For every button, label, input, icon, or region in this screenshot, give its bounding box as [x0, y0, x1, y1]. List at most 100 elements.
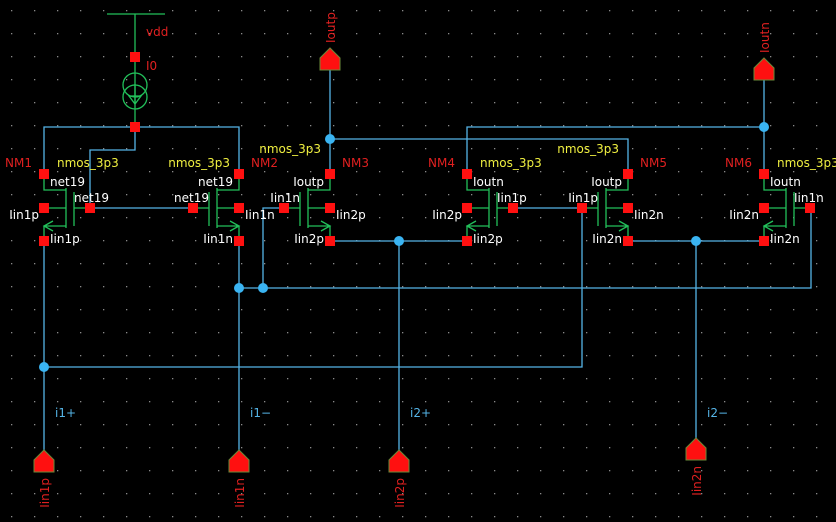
gate-label: net19 [74, 191, 109, 205]
ioutn-bus-wire[interactable] [466, 126, 764, 174]
nmos-symbol [193, 174, 241, 241]
current-source-name: I0 [146, 59, 157, 73]
iin1p-bus-wire[interactable] [44, 208, 583, 368]
bias-wire[interactable] [89, 127, 136, 208]
body-terminal[interactable] [759, 203, 769, 213]
body-terminal[interactable] [39, 203, 49, 213]
transistor-nm6[interactable] [762, 174, 810, 241]
body-label: Iin2n [634, 208, 664, 222]
drain-label: net19 [198, 175, 233, 189]
gate-terminal[interactable] [188, 203, 198, 213]
junction-dot [258, 283, 268, 293]
transistor-nm2[interactable] [193, 174, 241, 241]
instance-name: NM5 [640, 156, 667, 170]
gate-label: Iin1p [568, 191, 598, 205]
gate-terminal[interactable] [805, 203, 815, 213]
gate-label: Iin1p [497, 191, 527, 205]
input-pin-iin1p[interactable] [33, 449, 55, 473]
junction-dot [394, 236, 404, 246]
gate-terminal[interactable] [279, 203, 289, 213]
input-pin-label: Iin2p [393, 478, 407, 508]
drain-terminal[interactable] [234, 169, 244, 179]
body-label: Iin2p [336, 208, 366, 222]
drain-terminal[interactable] [462, 169, 472, 179]
vdd-label: vdd [146, 25, 168, 39]
model-name: nmos_3p3 [480, 156, 542, 170]
transistor-nm1[interactable] [42, 174, 90, 241]
transistor-nm3[interactable] [284, 174, 332, 241]
nm3-gate-wire[interactable] [262, 207, 284, 288]
nmos-symbol [465, 174, 513, 241]
drain-terminal[interactable] [759, 169, 769, 179]
model-name: nmos_3p3 [777, 156, 836, 170]
drain-terminal[interactable] [623, 169, 633, 179]
input-pin-iin2p[interactable] [388, 449, 410, 473]
source-label: Iin1n [203, 232, 233, 246]
instance-name: NM3 [342, 156, 369, 170]
model-name: nmos_3p3 [57, 156, 119, 170]
iin1n-bus-wire[interactable] [239, 208, 812, 289]
drain-terminal[interactable] [39, 169, 49, 179]
body-label: Iin1n [245, 208, 275, 222]
net-label: i2− [707, 406, 728, 420]
gate-label: Iin1n [794, 191, 824, 205]
input-pin-iin1n[interactable] [228, 449, 250, 473]
nmos-symbol [42, 174, 90, 241]
body-label: Iin1p [9, 208, 39, 222]
drain-terminal[interactable] [325, 169, 335, 179]
current-source-icon[interactable] [122, 72, 148, 110]
source-label: Iin2p [473, 232, 503, 246]
input-pin-label: Iin1p [38, 478, 52, 508]
body-label: Iin2n [729, 208, 759, 222]
gate-label: Iin1n [270, 191, 300, 205]
instance-name: NM4 [428, 156, 455, 170]
source-terminal[interactable] [623, 236, 633, 246]
net-label: i2+ [410, 406, 431, 420]
body-terminal[interactable] [623, 203, 633, 213]
output-pin-label: Ioutn [758, 22, 772, 53]
transistor-nm4[interactable] [465, 174, 513, 241]
source-label: Iin1p [50, 232, 80, 246]
drain-label: Ioutn [770, 175, 801, 189]
output-pin-ioutn[interactable] [753, 57, 775, 81]
body-terminal[interactable] [325, 203, 335, 213]
body-label: Iin2p [432, 208, 462, 222]
top-rail-wire[interactable] [43, 126, 240, 174]
output-pin-ioutp[interactable] [319, 47, 341, 71]
instance-name: NM6 [725, 156, 752, 170]
nmos-symbol [582, 174, 630, 241]
net-label: i1− [250, 406, 271, 420]
instance-name: NM1 [5, 156, 32, 170]
current-source-bottom-terminal[interactable] [130, 122, 140, 132]
source-terminal[interactable] [759, 236, 769, 246]
gate-terminal[interactable] [508, 203, 518, 213]
source-label: Iin2n [770, 232, 800, 246]
source-terminal[interactable] [325, 236, 335, 246]
input-pin-label: Iin2n [690, 466, 704, 496]
body-terminal[interactable] [234, 203, 244, 213]
model-name: nmos_3p3 [557, 142, 619, 156]
source-terminal[interactable] [234, 236, 244, 246]
transistor-nm5[interactable] [582, 174, 630, 241]
symbols [33, 13, 815, 473]
gate-terminal[interactable] [577, 203, 587, 213]
body-terminal[interactable] [462, 203, 472, 213]
drain-label: net19 [50, 175, 85, 189]
gate-terminal[interactable] [85, 203, 95, 213]
junction-dot [325, 134, 335, 144]
input-pin-iin2n[interactable] [685, 437, 707, 461]
gate-label: net19 [174, 191, 209, 205]
input-pin-label: Iin1n [233, 478, 247, 508]
current-source-top-terminal[interactable] [130, 52, 140, 62]
junction-dot [39, 362, 49, 372]
drain-label: Ioutp [293, 175, 324, 189]
wires [43, 70, 812, 452]
instance-name: NM2 [251, 156, 278, 170]
source-terminal[interactable] [462, 236, 472, 246]
junction-dot [234, 283, 244, 293]
source-terminal[interactable] [39, 236, 49, 246]
ioutp-bus-wire[interactable] [330, 138, 629, 174]
